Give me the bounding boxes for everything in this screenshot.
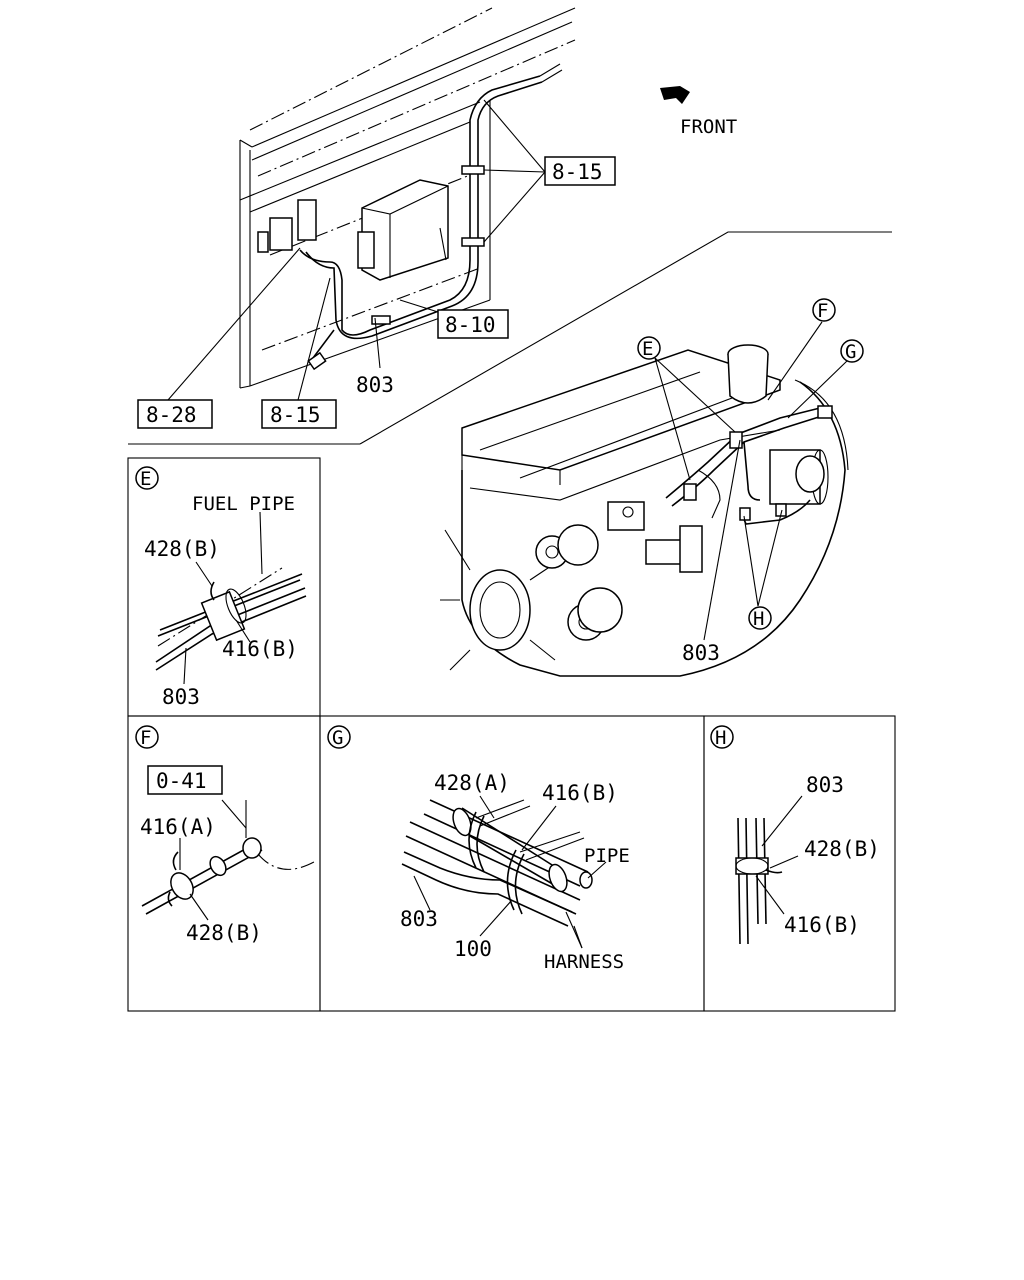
detail-h-panel (710, 725, 803, 945)
detail-e-panel (135, 466, 307, 685)
detail-h-clip: 428(B) (804, 837, 880, 861)
part-label-803-engine: 803 (682, 641, 720, 665)
detail-e-fuel-pipe: FUEL PIPE (192, 493, 295, 515)
detail-e-marker: E (140, 468, 151, 490)
callout-e-marker (637, 336, 661, 360)
detail-g-band: 416(B) (542, 781, 618, 805)
callout-f-marker (812, 298, 836, 322)
detail-g-pipe: PIPE (584, 845, 630, 867)
engine-leaders (654, 321, 849, 641)
detail-g-harness: HARNESS (544, 951, 624, 973)
detail-g-harness-part: 803 (400, 907, 438, 931)
callout-f-label: F (817, 300, 828, 322)
detail-f-marker: F (140, 727, 151, 749)
ref-label-8-15-top: 8-15 (552, 160, 603, 184)
detail-h-harness: 803 (806, 773, 844, 797)
overview-divider (359, 231, 892, 445)
engine-drawing (440, 344, 849, 677)
detail-f-ref: 0-41 (156, 769, 207, 793)
detail-f-panel (135, 725, 315, 921)
callout-h-marker (748, 606, 772, 630)
ref-box-8-15-bottom (261, 399, 337, 429)
detail-g-marker: G (332, 727, 343, 749)
ref-label-8-15-bottom: 8-15 (270, 403, 321, 427)
detail-h-band: 416(B) (784, 913, 860, 937)
callout-e-label: E (642, 338, 653, 360)
detail-e-clip: 428(B) (144, 537, 220, 561)
ref-label-8-28: 8-28 (146, 403, 197, 427)
detail-g-panel (327, 725, 607, 949)
part-label-803-cab: 803 (356, 373, 394, 397)
front-label: FRONT (680, 116, 737, 138)
detail-f-clip: 428(B) (186, 921, 262, 945)
detail-frames (127, 457, 896, 1012)
detail-e-harness: 803 (162, 685, 200, 709)
ref-box-8-15-top (544, 156, 616, 186)
callout-g-label: G (845, 341, 856, 363)
overview-leaders (167, 99, 546, 401)
front-arrow-icon (660, 86, 690, 104)
cab-panel-drawing (239, 7, 576, 389)
detail-e-band: 416(B) (222, 637, 298, 661)
detail-g-clip: 428(A) (434, 771, 510, 795)
detail-f-band: 416(A) (140, 815, 216, 839)
ref-box-8-10 (437, 309, 509, 339)
detail-g-tie: 100 (454, 937, 492, 961)
callout-g-marker (840, 339, 864, 363)
callout-h-label: H (753, 608, 764, 630)
ref-box-8-28 (137, 399, 213, 429)
detail-h-marker: H (715, 727, 726, 749)
ref-label-8-10: 8-10 (445, 313, 496, 337)
